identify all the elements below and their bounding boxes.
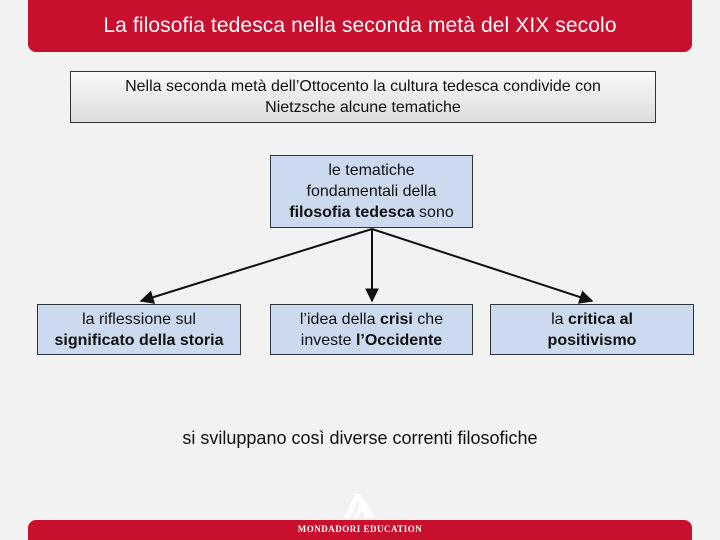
- positivism-line-2: positivismo: [547, 331, 637, 349]
- intro-line-1: Nella seconda metà dell’Ottocento la cul…: [125, 78, 601, 95]
- crisis-line-1-post: che: [412, 310, 444, 328]
- slide-title: La filosofia tedesca nella seconda metà …: [103, 14, 617, 37]
- crisis-box: l’idea della crisi che investe l’Occiden…: [270, 304, 473, 355]
- history-box: la riflessione sul significato della sto…: [37, 304, 241, 355]
- arrow-to-left-box: [139, 228, 373, 304]
- positivism-box: la critica al positivismo: [490, 304, 694, 355]
- title-banner: La filosofia tedesca nella seconda metà …: [28, 0, 692, 52]
- crisis-line-1-pre: l’idea della: [299, 310, 380, 328]
- intro-box: Nella seconda metà dell’Ottocento la cul…: [70, 71, 656, 123]
- publisher-logo: MONDADORI EDUCATION: [280, 492, 440, 540]
- conclusion-text: si sviluppano così diverse correnti filo…: [182, 428, 538, 448]
- positivism-bold-text: critica al: [567, 310, 633, 328]
- themes-line-2: fondamentali della: [306, 183, 437, 200]
- publisher-logo-text: MONDADORI EDUCATION: [297, 524, 423, 534]
- themes-box: le tematiche fondamentali della filosofi…: [270, 155, 473, 228]
- crisis-bold-text: crisi: [379, 310, 413, 328]
- themes-line-3: sono: [414, 204, 454, 221]
- footer-banner: [28, 520, 692, 540]
- history-line-1: la riflessione sul: [82, 310, 196, 328]
- arrow-to-right-box: [371, 228, 594, 304]
- themes-line-1: le tematiche: [328, 162, 415, 179]
- publisher-logo-icon: [344, 494, 375, 518]
- history-bold-text: significato della storia: [54, 331, 224, 349]
- crisis-line-2-pre: investe: [300, 331, 356, 349]
- positivism-line-1-pre: la: [551, 310, 568, 328]
- crisis-line-2-bold: l’Occidente: [355, 331, 443, 349]
- intro-line-2: Nietzsche alcune tematiche: [265, 99, 461, 116]
- themes-bold-text: filosofia tedesca: [289, 204, 415, 221]
